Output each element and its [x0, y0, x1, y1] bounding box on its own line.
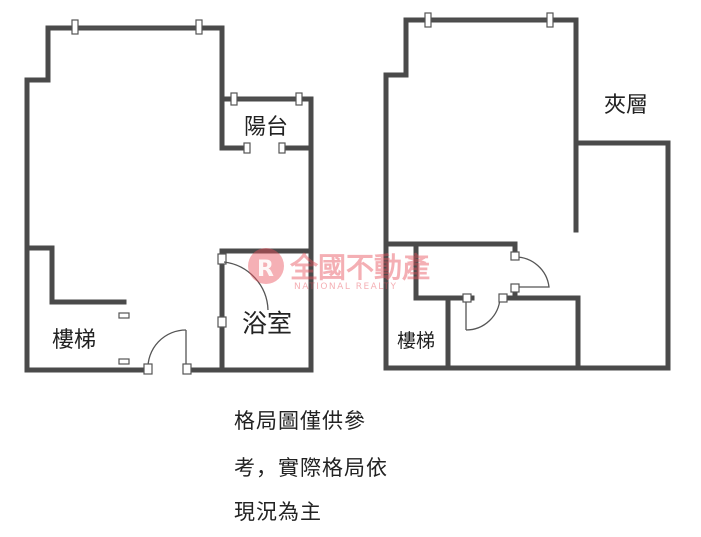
lower-top-window-jamb-right	[195, 19, 203, 35]
disclaimer-line-2: 考，實際格局依	[234, 456, 388, 480]
stairs-door-jamb-left	[462, 293, 472, 303]
mezzanine-right-block	[446, 140, 671, 371]
mezzanine-inner-wall	[383, 241, 518, 258]
lower-top-window-jamb-left	[71, 19, 79, 35]
entrance-door-swing	[147, 329, 187, 371]
lower-floor-outer-wall-top	[45, 25, 247, 151]
mezz-door-jamb-top	[510, 251, 520, 261]
watermark: R 全國不動產 NATIONAL REALTY	[248, 248, 430, 292]
stairs-right-inner-wall	[437, 295, 451, 371]
mezzanine-floor-plan: 夾層 樓梯	[383, 12, 671, 371]
watermark-subtitle: NATIONAL REALTY	[294, 282, 398, 292]
stairs-mark-top	[118, 312, 130, 319]
watermark-logo-mark: R	[257, 257, 274, 282]
lower-floor-plan: 陽台 浴室 樓梯	[24, 19, 314, 375]
mezz-door-jamb-bottom	[510, 283, 520, 293]
watermark-logo	[248, 248, 284, 284]
bathroom-door-jamb-top	[217, 253, 227, 265]
mezz-door-swing-right	[514, 256, 550, 288]
mezzanine-label: 夾層	[604, 93, 648, 118]
balcony-window-jamb-left	[230, 92, 238, 106]
bathroom-label: 浴室	[242, 309, 292, 338]
balcony-window-jamb-right	[295, 92, 303, 106]
entrance-door-jamb-left	[143, 363, 153, 375]
balcony-door-jamb-left	[243, 142, 251, 154]
stairs-right-wall	[413, 241, 475, 301]
disclaimer-line-3: 現況為主	[234, 500, 322, 524]
stairs-door-jamb-right	[498, 293, 508, 303]
watermark-title: 全國不動產	[289, 251, 430, 284]
lower-floor-outer-wall	[24, 25, 151, 373]
stairs-left-label: 樓梯	[52, 328, 96, 353]
bathroom-door-swing	[223, 261, 269, 311]
stairs-mark-bottom	[118, 358, 130, 365]
stairs-right-label: 樓梯	[397, 330, 435, 352]
stairs-door-swing	[465, 297, 501, 331]
balcony-door-jamb-right	[278, 142, 286, 154]
bathroom-door-jamb-bottom	[217, 316, 227, 328]
mezzanine-outer-wall	[383, 17, 471, 371]
mezzanine-top-wall	[403, 17, 579, 233]
entrance-door-jamb	[182, 363, 192, 375]
disclaimer-line-1: 格局圖僅供參	[234, 409, 366, 433]
balcony-label: 陽台	[244, 115, 288, 140]
mezz-top-window-jamb-left	[424, 12, 432, 28]
closet-wall	[505, 295, 581, 371]
stairs-left-wall	[24, 245, 127, 305]
mezz-top-window-jamb-right	[546, 12, 554, 28]
